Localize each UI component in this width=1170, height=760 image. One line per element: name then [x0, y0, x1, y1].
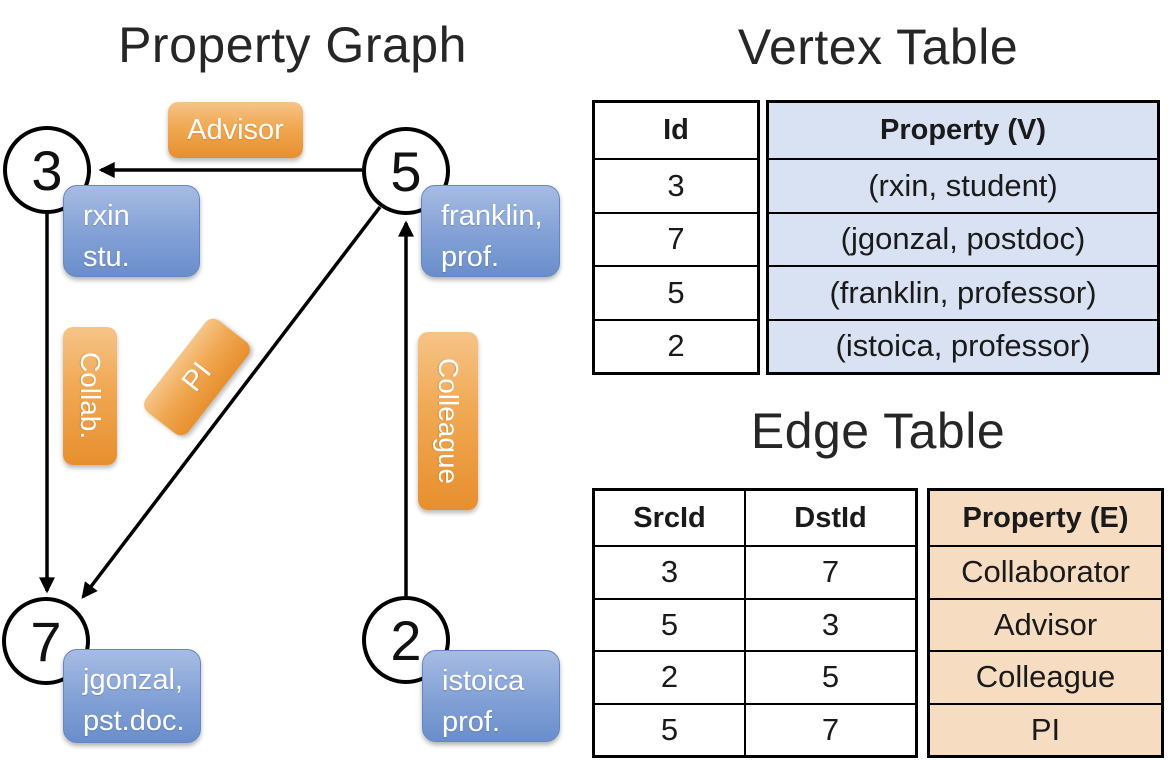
table-cell: 2	[595, 650, 744, 703]
vertex-table-header-id: Id	[663, 114, 689, 146]
table-cell: 3	[595, 545, 744, 598]
node-label-franklin: franklin, prof.	[421, 185, 560, 277]
node-label-istoica-line1: istoica	[442, 665, 525, 697]
edge-table-header-property: Property (E)	[962, 501, 1129, 534]
edge-label-collab: Collab.	[63, 327, 117, 465]
node-label-franklin-line2: prof.	[441, 241, 500, 274]
table-cell: (jgonzal, postdoc)	[769, 211, 1157, 266]
table-cell: 7	[744, 545, 915, 598]
edge-label-colleague-text: Colleague	[433, 357, 464, 485]
edge-label-advisor-text: Advisor	[187, 113, 284, 146]
node-label-istoica-line2: prof.	[442, 706, 501, 739]
table-cell: 2	[595, 318, 757, 373]
table-cell: 7	[595, 211, 757, 266]
node-label-rxin-line1: rxin	[83, 200, 130, 232]
table-cell: 5	[744, 650, 915, 703]
edge-label-advisor: Advisor	[168, 102, 303, 158]
node-label-jgonzal-line1: jgonzal,	[83, 664, 183, 696]
table-cell: Colleague	[930, 650, 1161, 703]
table-cell: PI	[930, 702, 1161, 756]
node-label-rxin: rxin stu.	[63, 185, 200, 277]
node-id-2: 2	[390, 609, 421, 672]
vertex-table-title: Vertex Table	[737, 19, 1019, 75]
node-label-rxin-line2: stu.	[83, 241, 130, 274]
table-cell: Advisor	[930, 597, 1161, 651]
node-label-jgonzal-line2: pst.doc.	[83, 705, 185, 738]
vertex-table-header-property: Property (V)	[880, 114, 1046, 146]
table-cell: (istoica, professor)	[769, 318, 1157, 373]
edge-label-collab-text: Collab.	[75, 352, 106, 440]
node-id-7: 7	[30, 610, 61, 673]
vertex-table-id-column: Id 3 7 5 2	[592, 100, 760, 375]
edge-table-header-dstid: DstId	[744, 491, 915, 545]
node-id-3: 3	[31, 139, 62, 202]
property-graph-title: Property Graph	[118, 17, 467, 73]
table-cell: 5	[595, 702, 744, 756]
node-label-jgonzal: jgonzal, pst.doc.	[63, 649, 201, 743]
table-cell: Collaborator	[930, 545, 1161, 598]
table-cell: (rxin, student)	[769, 158, 1157, 212]
edge-label-colleague: Colleague	[418, 332, 478, 510]
table-cell: 5	[595, 265, 757, 319]
node-label-franklin-line1: franklin,	[441, 200, 543, 232]
table-cell: 3	[595, 158, 757, 212]
table-cell: (franklin, professor)	[769, 265, 1157, 319]
edge-table-title: Edge Table	[750, 403, 1006, 459]
vertex-table-property-column: Property (V) (rxin, student) (jgonzal, p…	[766, 100, 1160, 375]
edge-table-header-srcid: SrcId	[633, 501, 706, 534]
table-cell: 5	[595, 597, 744, 651]
edge-label-pi-text: PI	[175, 356, 218, 398]
node-label-istoica: istoica prof.	[422, 650, 560, 742]
node-id-5: 5	[390, 140, 421, 203]
edge-table-id-columns: SrcId DstId 3 7 5 3 2 5 5 7	[592, 488, 918, 758]
edge-table-property-column: Property (E) Collaborator Advisor Collea…	[927, 488, 1164, 758]
table-cell: 7	[744, 702, 915, 755]
edge-5-to-7	[81, 205, 382, 599]
table-cell: 3	[744, 597, 915, 650]
